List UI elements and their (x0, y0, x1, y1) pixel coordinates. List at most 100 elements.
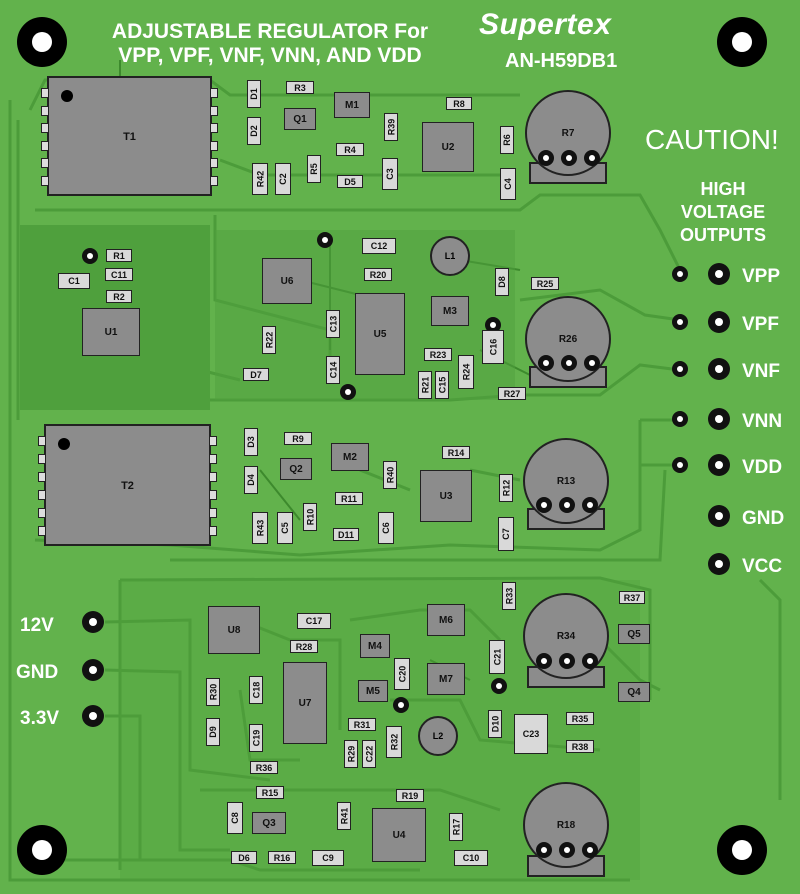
capacitor-c23[interactable]: C23 (514, 714, 548, 754)
mosfet-m4[interactable]: M4 (360, 634, 390, 658)
input-pad-12v[interactable] (82, 611, 104, 633)
ic-u2[interactable]: U2 (422, 122, 474, 172)
resistor-r35[interactable]: R35 (566, 712, 594, 725)
capacitor-c13[interactable]: C13 (326, 310, 340, 338)
resistor-r23[interactable]: R23 (424, 348, 452, 361)
output-pad-gnd[interactable] (708, 505, 730, 527)
diode-d8[interactable]: D8 (495, 268, 509, 296)
capacitor-c21[interactable]: C21 (489, 640, 505, 674)
transistor-q5[interactable]: Q5 (618, 624, 650, 644)
resistor-r24[interactable]: R24 (458, 355, 474, 389)
transistor-q1[interactable]: Q1 (284, 108, 316, 130)
diode-d1[interactable]: D1 (247, 80, 261, 108)
inductor-l1[interactable]: L1 (430, 236, 470, 276)
resistor-r15[interactable]: R15 (256, 786, 284, 799)
capacitor-c8[interactable]: C8 (227, 802, 243, 834)
resistor-r6[interactable]: R6 (500, 126, 514, 154)
resistor-r29[interactable]: R29 (344, 740, 358, 768)
diode-d5[interactable]: D5 (337, 175, 363, 188)
resistor-r17[interactable]: R17 (449, 813, 463, 841)
transistor-q3[interactable]: Q3 (252, 812, 286, 834)
resistor-r9[interactable]: R9 (284, 432, 312, 445)
output-pad-vnn[interactable] (708, 408, 730, 430)
mosfet-m2[interactable]: M2 (331, 443, 369, 471)
output-pad-vnf[interactable] (708, 358, 730, 380)
output-pad-vdd[interactable] (708, 454, 730, 476)
resistor-r5[interactable]: R5 (307, 155, 321, 183)
output-pad-vpp-small[interactable] (672, 266, 688, 282)
capacitor-c6[interactable]: C6 (378, 512, 394, 544)
ic-u7[interactable]: U7 (283, 662, 327, 744)
diode-d11[interactable]: D11 (333, 528, 359, 541)
resistor-r12[interactable]: R12 (499, 474, 513, 502)
resistor-r38[interactable]: R38 (566, 740, 594, 753)
capacitor-c17[interactable]: C17 (297, 613, 331, 629)
diode-d4[interactable]: D4 (244, 466, 258, 494)
resistor-r40[interactable]: R40 (383, 461, 397, 489)
output-pad-vnn-small[interactable] (672, 411, 688, 427)
output-pad-vcc[interactable] (708, 553, 730, 575)
resistor-r19[interactable]: R19 (396, 789, 424, 802)
output-pad-vdd-small[interactable] (672, 457, 688, 473)
resistor-r37[interactable]: R37 (619, 591, 645, 604)
resistor-r20[interactable]: R20 (364, 268, 392, 281)
mosfet-m1[interactable]: M1 (334, 92, 370, 118)
mosfet-m6[interactable]: M6 (427, 604, 465, 636)
ic-u3[interactable]: U3 (420, 470, 472, 522)
ic-u8[interactable]: U8 (208, 606, 260, 654)
output-pad-vpf-small[interactable] (672, 314, 688, 330)
resistor-r14[interactable]: R14 (442, 446, 470, 459)
diode-d10[interactable]: D10 (488, 710, 502, 738)
resistor-r39[interactable]: R39 (384, 113, 398, 141)
capacitor-c5[interactable]: C5 (277, 512, 293, 544)
capacitor-c15[interactable]: C15 (435, 371, 449, 399)
output-pad-vpf[interactable] (708, 311, 730, 333)
ic-u1[interactable]: U1 (82, 308, 140, 356)
capacitor-c16[interactable]: C16 (482, 330, 504, 364)
ic-u5[interactable]: U5 (355, 293, 405, 375)
transistor-q4[interactable]: Q4 (618, 682, 650, 702)
mosfet-m7[interactable]: M7 (427, 663, 465, 695)
resistor-r36[interactable]: R36 (250, 761, 278, 774)
capacitor-c7[interactable]: C7 (498, 517, 514, 551)
diode-d9[interactable]: D9 (206, 718, 220, 746)
resistor-r41[interactable]: R41 (337, 802, 351, 830)
resistor-r42[interactable]: R42 (252, 163, 268, 195)
transformer-t1[interactable]: T1 (41, 76, 218, 196)
ic-u4[interactable]: U4 (372, 808, 426, 862)
diode-d6[interactable]: D6 (231, 851, 257, 864)
resistor-r25[interactable]: R25 (531, 277, 559, 290)
resistor-r8[interactable]: R8 (446, 97, 472, 110)
resistor-r22[interactable]: R22 (262, 326, 276, 354)
mosfet-m3[interactable]: M3 (431, 296, 469, 326)
resistor-r31[interactable]: R31 (348, 718, 376, 731)
diode-d3[interactable]: D3 (244, 428, 258, 456)
capacitor-c18[interactable]: C18 (249, 676, 263, 704)
capacitor-c3[interactable]: C3 (382, 158, 398, 190)
resistor-r2[interactable]: R2 (106, 290, 132, 303)
capacitor-c9[interactable]: C9 (312, 850, 344, 866)
output-pad-vnf-small[interactable] (672, 361, 688, 377)
resistor-r16[interactable]: R16 (268, 851, 296, 864)
capacitor-c10[interactable]: C10 (454, 850, 488, 866)
capacitor-c14[interactable]: C14 (326, 356, 340, 384)
resistor-r28[interactable]: R28 (290, 640, 318, 653)
capacitor-c20[interactable]: C20 (394, 658, 410, 690)
transistor-q2[interactable]: Q2 (280, 458, 312, 480)
capacitor-c1[interactable]: C1 (58, 273, 90, 289)
resistor-r4[interactable]: R4 (336, 143, 364, 156)
ic-u6[interactable]: U6 (262, 258, 312, 304)
resistor-r27[interactable]: R27 (498, 387, 526, 400)
diode-d7[interactable]: D7 (243, 368, 269, 381)
resistor-r32[interactable]: R32 (386, 726, 402, 758)
mosfet-m5[interactable]: M5 (358, 680, 388, 702)
transformer-t2[interactable]: T2 (38, 424, 217, 546)
diode-d2[interactable]: D2 (247, 117, 261, 145)
capacitor-c12[interactable]: C12 (362, 238, 396, 254)
resistor-r10[interactable]: R10 (303, 503, 317, 531)
capacitor-c4[interactable]: C4 (500, 168, 516, 200)
resistor-r43[interactable]: R43 (252, 512, 268, 544)
resistor-r21[interactable]: R21 (418, 371, 432, 399)
resistor-r30[interactable]: R30 (206, 678, 220, 706)
resistor-r1[interactable]: R1 (106, 249, 132, 262)
